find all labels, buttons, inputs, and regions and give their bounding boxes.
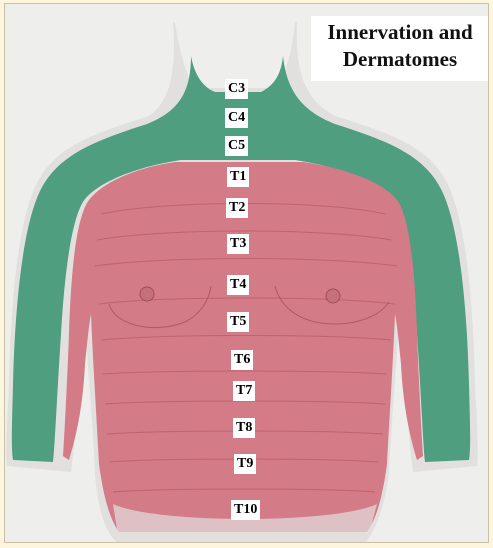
diagram-title: Innervation and Dermatomes	[311, 16, 489, 81]
left-nipple	[140, 287, 154, 301]
dermatome-label-t1: T1	[227, 167, 249, 187]
right-nipple	[326, 289, 340, 303]
dermatome-label-t7: T7	[233, 381, 255, 401]
dermatome-label-t5: T5	[227, 312, 249, 332]
dermatome-label-t6: T6	[231, 350, 253, 370]
dermatome-label-c4: C4	[225, 108, 248, 128]
dermatome-label-t2: T2	[226, 198, 248, 218]
dermatome-label-t3: T3	[227, 234, 249, 254]
diagram-frame: Innervation and Dermatomes C3 C4 C5 T1 T…	[4, 3, 489, 543]
title-line-2: Dermatomes	[311, 46, 489, 73]
dermatome-label-t10: T10	[231, 500, 260, 520]
dermatome-label-c5: C5	[225, 136, 248, 156]
title-line-1: Innervation and	[311, 19, 489, 46]
dermatome-label-c3: C3	[225, 79, 248, 99]
dermatome-label-t9: T9	[234, 454, 256, 474]
dermatome-label-t4: T4	[227, 275, 249, 295]
dermatome-label-t8: T8	[233, 418, 255, 438]
